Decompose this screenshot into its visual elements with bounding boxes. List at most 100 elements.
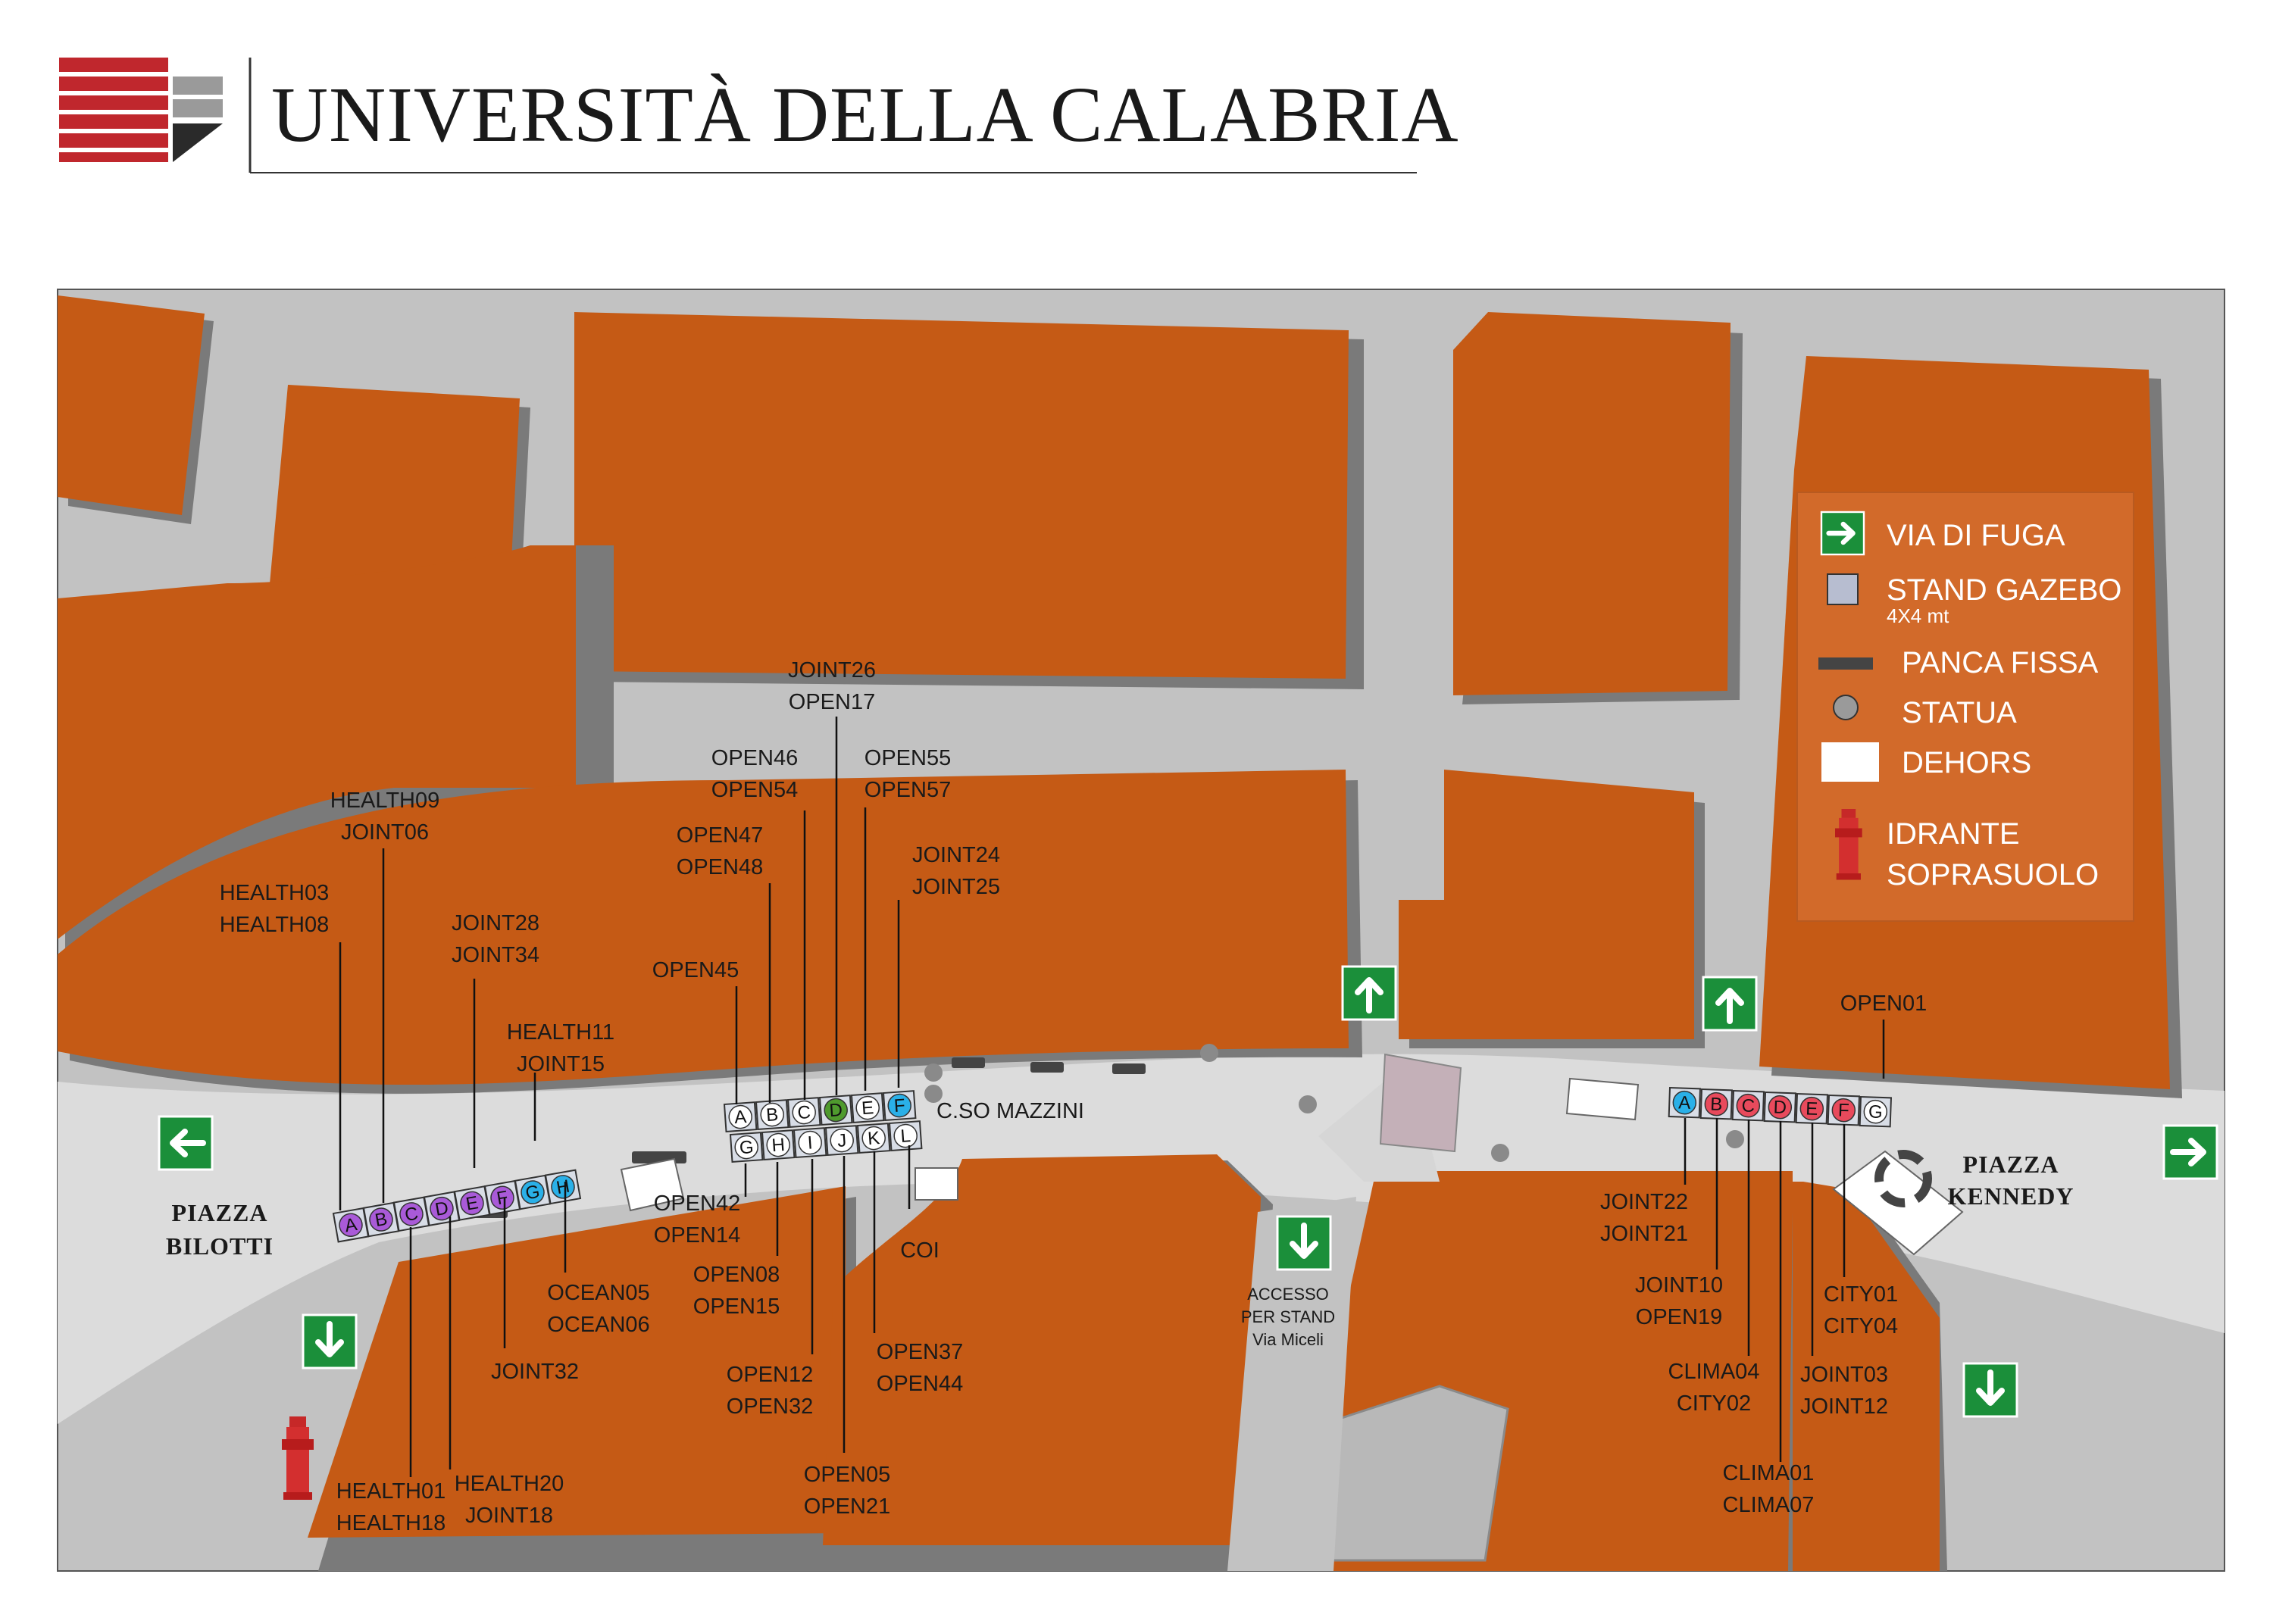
legend-hydrant-label: IDRANTE	[1887, 817, 2020, 851]
label-open55: OPEN55	[864, 746, 951, 770]
place-names: PIAZZA BILOTTI PIAZZA KENNEDY C.SO MAZZI…	[166, 1099, 2074, 1349]
stall-centre-bottom-h: H	[761, 1129, 796, 1160]
label-joint18: JOINT18	[465, 1504, 553, 1528]
stall-letter: F	[893, 1095, 906, 1116]
stall-letter: K	[867, 1128, 880, 1149]
stall-east-a: A	[1668, 1086, 1702, 1119]
label-health11: HEALTH11	[507, 1020, 614, 1045]
label-joint28: JOINT28	[452, 911, 539, 935]
stall-letter: G	[524, 1182, 542, 1204]
gazebo-square-icon	[1827, 573, 1859, 605]
label-open19: OPEN19	[1636, 1305, 1722, 1329]
hydrant-icon	[1835, 809, 1862, 880]
stall-letter: B	[1710, 1094, 1723, 1115]
label-clima04: CLIMA04	[1668, 1360, 1760, 1384]
stall-letter: D	[1773, 1097, 1787, 1118]
label-open01: OPEN01	[1840, 992, 1927, 1016]
stall-letter: F	[1838, 1100, 1850, 1120]
stall-west-c: C	[392, 1196, 430, 1232]
label-joint03: JOINT03	[1800, 1363, 1888, 1387]
label-clima01: CLIMA01	[1723, 1461, 1815, 1485]
stall-letter: D	[829, 1100, 843, 1121]
university-logo	[59, 58, 223, 162]
dehors-rectangle-icon	[1821, 742, 1879, 782]
label-health08: HEALTH08	[220, 913, 330, 937]
stall-letter: H	[555, 1176, 571, 1199]
label-health09: HEALTH09	[330, 789, 440, 813]
label-health01: HEALTH01	[336, 1479, 446, 1504]
stall-centre-bottom-k: K	[856, 1123, 891, 1154]
label-ocean05: OCEAN05	[547, 1281, 649, 1305]
stall-east-e: E	[1795, 1092, 1829, 1125]
legend-dehors-label: DEHORS	[1902, 746, 2031, 779]
label-city04: CITY04	[1824, 1314, 1898, 1338]
place-corso-mazzini: C.SO MAZZINI	[936, 1099, 1084, 1123]
place-piazza-bilotti-2: BILOTTI	[166, 1232, 274, 1260]
stall-centre-top-f: F	[882, 1090, 917, 1121]
label-open17: OPEN17	[789, 690, 875, 714]
stall-east-g: G	[1859, 1095, 1893, 1128]
stall-east-d: D	[1763, 1091, 1797, 1123]
stall-letter: E	[464, 1192, 480, 1214]
label-open47: OPEN47	[677, 823, 763, 848]
label-open45: OPEN45	[652, 958, 739, 982]
label-joint34: JOINT34	[452, 943, 539, 967]
bench-bar-icon	[1818, 657, 1873, 670]
stall-west-f: F	[483, 1179, 521, 1216]
stall-letter: A	[343, 1214, 358, 1236]
stall-west-d: D	[423, 1191, 461, 1226]
stall-letter: F	[496, 1187, 510, 1209]
stall-letter: G	[1868, 1101, 1884, 1123]
label-joint32: JOINT32	[491, 1360, 579, 1384]
access-line-1: ACCESSO	[1247, 1285, 1329, 1304]
exit-arrow-icon	[1821, 512, 1864, 554]
stall-centre-top-a: A	[723, 1101, 758, 1132]
stall-centre-top-b: B	[755, 1099, 789, 1130]
stall-letter: E	[1806, 1098, 1818, 1120]
label-health18: HEALTH18	[336, 1511, 446, 1535]
label-open14: OPEN14	[654, 1223, 740, 1248]
stall-centre-top-c: C	[786, 1097, 821, 1128]
statue-circle-icon	[1833, 695, 1859, 720]
legend-hydrant-label2: SOPRASUOLO	[1887, 858, 2099, 892]
stall-east-f: F	[1827, 1094, 1861, 1126]
stall-letter: I	[807, 1132, 814, 1153]
stall-letter: L	[900, 1126, 911, 1147]
stall-centre-bottom-i: I	[793, 1127, 827, 1158]
label-city01: CITY01	[1824, 1282, 1898, 1307]
label-open37: OPEN37	[877, 1340, 963, 1364]
label-open15: OPEN15	[693, 1295, 780, 1319]
stall-letter: C	[1741, 1095, 1755, 1116]
place-piazza-kennedy-1: PIAZZA	[1963, 1151, 2059, 1178]
university-title: UNIVERSITÀ DELLA CALABRIA	[271, 71, 1459, 158]
label-joint12: JOINT12	[1800, 1394, 1888, 1419]
label-open08: OPEN08	[693, 1263, 780, 1287]
stall-letter: C	[403, 1204, 420, 1226]
stall-east-b: B	[1699, 1088, 1734, 1120]
stall-west-b: B	[362, 1201, 400, 1238]
stall-letter: H	[771, 1135, 786, 1156]
stall-centre-bottom-g: G	[729, 1132, 764, 1163]
label-open05: OPEN05	[804, 1463, 890, 1487]
label-open54: OPEN54	[711, 778, 798, 802]
stall-letter: D	[433, 1198, 450, 1220]
label-open44: OPEN44	[877, 1372, 963, 1396]
statues	[924, 1044, 1744, 1162]
legend: VIA DI FUGA STAND GAZEBO 4X4 mt PANCA FI…	[1796, 492, 2134, 922]
hydrant-icon	[282, 1416, 314, 1500]
label-joint25: JOINT25	[912, 875, 1000, 899]
legend-statue-label: STATUA	[1902, 696, 2017, 729]
access-line-2: PER STAND	[1241, 1307, 1335, 1326]
label-coi: COI	[900, 1238, 940, 1263]
label-joint10: JOINT10	[1635, 1273, 1723, 1298]
label-open32: OPEN32	[727, 1394, 813, 1419]
stall-letter: G	[739, 1137, 755, 1158]
exit-arrow-icon	[159, 1116, 212, 1170]
stall-west-h: H	[544, 1169, 582, 1205]
stall-centre-top-e: E	[850, 1092, 885, 1123]
stall-letter: B	[765, 1104, 779, 1126]
legend-gazebo-sublabel: 4X4 mt	[1887, 604, 1949, 627]
